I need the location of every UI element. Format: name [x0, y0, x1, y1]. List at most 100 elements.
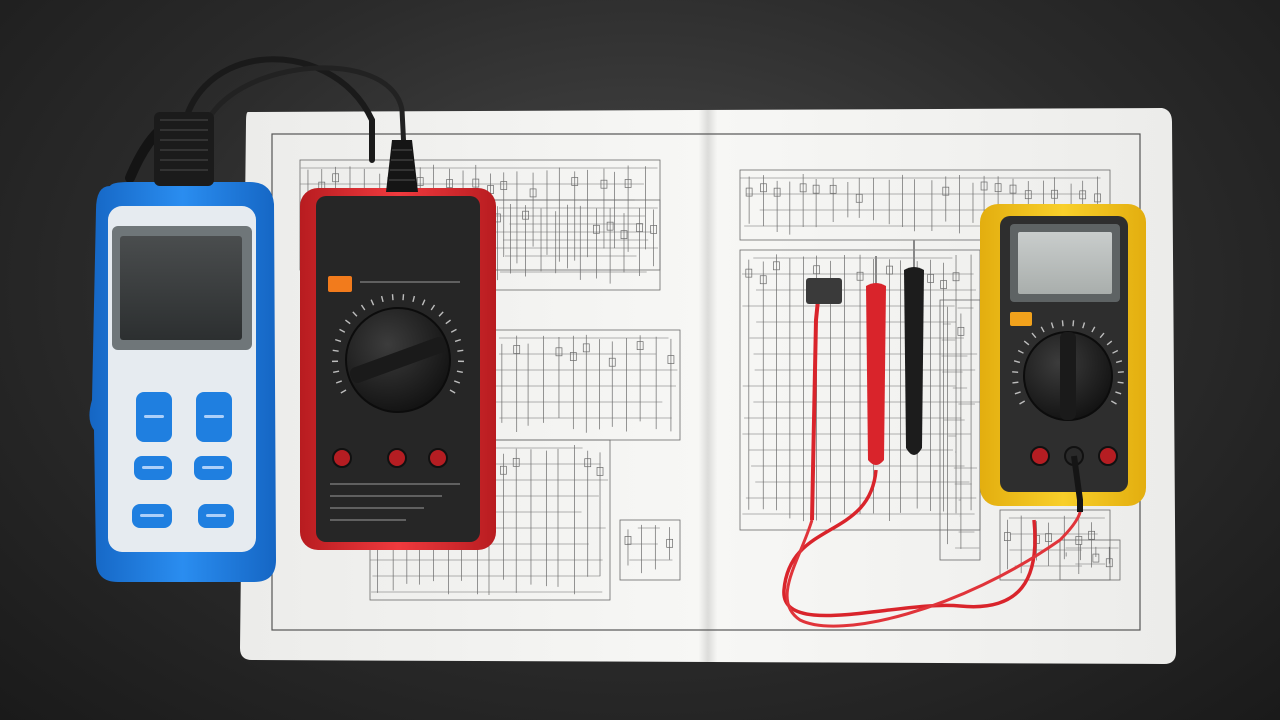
schematic-component [942, 186, 950, 196]
dial-tick [340, 389, 347, 394]
dial-tick [1013, 360, 1021, 364]
jack-icon [387, 448, 407, 468]
probe-clip [806, 278, 842, 304]
red-probe-lead-2 [785, 504, 1083, 628]
schematic-component [571, 177, 579, 186]
schematic-component [522, 210, 529, 220]
dial-tick [352, 311, 358, 317]
dial-tick [335, 380, 343, 384]
button-glyph [144, 415, 164, 418]
dial-tick [1106, 340, 1113, 346]
scanner-cable [178, 56, 375, 163]
dial-tick [1012, 381, 1019, 384]
schematic-component [555, 347, 563, 357]
dial-tick [333, 370, 340, 374]
schematic-component [512, 457, 520, 467]
schematic-component [855, 193, 863, 203]
schematic-component [593, 224, 600, 234]
dial-tick [1023, 340, 1030, 346]
schematic-component [472, 178, 480, 188]
schematic-component [773, 187, 781, 197]
schematic-component [1024, 190, 1032, 200]
schematic-component [650, 225, 658, 234]
schematic-component [446, 179, 453, 188]
schematic-component [1092, 553, 1100, 563]
schematic-component [812, 184, 820, 194]
test-probe-icon [904, 267, 924, 455]
schematic-component [799, 183, 807, 193]
dial-tick [370, 299, 375, 306]
red-meter-printed-marks [330, 281, 460, 521]
dial-tick [345, 319, 351, 325]
schematic-component [332, 173, 339, 183]
yellow-meter-orange-button [1010, 312, 1032, 326]
schematic-component [624, 536, 632, 545]
red-meter-dial-knob [349, 337, 447, 383]
jack-icon [1030, 446, 1050, 466]
schematic-component [1075, 536, 1083, 545]
schematic-component [636, 341, 644, 350]
schematic-component [666, 538, 674, 548]
test-probe-icon [810, 299, 820, 521]
scanner-button-grid [132, 392, 234, 528]
schematic-component [1088, 530, 1095, 540]
test-probes [782, 240, 1083, 628]
schematic-component [745, 268, 753, 278]
dial-tick [457, 349, 464, 352]
red-meter-jacks [332, 448, 448, 468]
schematic-component [980, 181, 988, 191]
dial-tick [1019, 400, 1026, 405]
schematic-component [994, 183, 1002, 193]
dial-tick [445, 319, 451, 325]
schematic-component [608, 357, 616, 367]
dial-tick [1112, 349, 1119, 354]
schematic-component [500, 465, 507, 475]
schematic-component [500, 181, 508, 190]
dial-tick [1115, 391, 1122, 395]
schematic-component [667, 355, 675, 364]
dial-tick [1040, 326, 1045, 333]
schematic-block [999, 509, 1111, 581]
dial-tick [1082, 322, 1086, 329]
dial-tick [1091, 326, 1096, 333]
scanner-screen [120, 236, 242, 340]
schematic-block [619, 519, 681, 581]
schematic-component [1105, 558, 1113, 568]
schematic-block [1059, 539, 1121, 581]
schematic-component [1079, 190, 1087, 200]
red-meter-plug-grip [389, 149, 415, 181]
dial-tick [1017, 349, 1024, 354]
schematic-component [856, 271, 864, 281]
yellow-meter-scale [1012, 320, 1124, 405]
schematic-component [416, 177, 424, 186]
dial-tick [360, 304, 366, 311]
schematic-component [1045, 533, 1052, 542]
dial-tick [430, 304, 436, 311]
schematic-component [624, 179, 632, 188]
schematic-component [606, 221, 614, 231]
schematic-component [940, 280, 947, 289]
dial-tick [339, 328, 346, 333]
schematic-component [636, 223, 643, 232]
button-glyph [142, 466, 164, 469]
schematic-component [957, 326, 965, 336]
jack-icon [428, 448, 448, 468]
red-probe-lead [782, 469, 1037, 618]
button-glyph [206, 514, 226, 517]
dial-tick [332, 349, 339, 352]
yellow-meter-black-lead [1071, 455, 1083, 512]
red-meter-orange-button [328, 276, 352, 292]
button-glyph [202, 466, 224, 469]
obd-scanner-icon [89, 112, 276, 582]
dial-tick [421, 299, 426, 306]
dial-tick [438, 311, 444, 317]
jack-icon [1098, 446, 1118, 466]
schematic-component [529, 188, 537, 198]
schematic-component [1094, 193, 1101, 203]
dial-tick [456, 370, 463, 374]
test-probe-icon [866, 283, 886, 465]
schematic-component [829, 184, 837, 194]
schematic-component [952, 272, 960, 282]
button-glyph [204, 415, 224, 418]
